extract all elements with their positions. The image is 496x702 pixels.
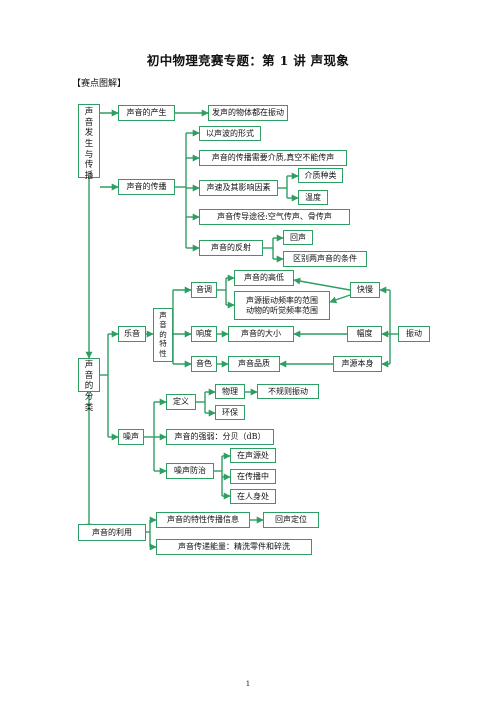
section-subhead: 【赛点图解】 (72, 79, 127, 89)
node-at-source: 在声源处 (230, 448, 276, 463)
node-info: 声音的特性传播信息 (156, 512, 250, 528)
node-vibration-source: 发声的物体都在振动 (208, 105, 288, 121)
node-distinguish: 区别两声音的条件 (283, 251, 367, 267)
vertical-char: 音 (84, 370, 94, 381)
vertical-char: 分 (84, 391, 94, 402)
freq-range-line-2: 动物的听觉频率范围 (246, 305, 318, 315)
node-propagation: 声音的传播 (118, 179, 175, 195)
node-energy: 声音传递能量：精洗零件和碎洗 (156, 539, 312, 555)
node-temperature: 温度 (298, 190, 328, 205)
node-frequency-ranges: 声源振动频率的范围 动物的听觉频率范围 (234, 291, 330, 320)
node-echo: 回声 (283, 230, 313, 245)
freq-range-line-1: 声源振动频率的范围 (246, 295, 318, 305)
node-musical: 乐音 (118, 326, 146, 342)
node-quality: 声音品质 (228, 356, 280, 372)
node-wave-form: 以声波的形式 (199, 126, 261, 141)
vertical-char: 声 (159, 311, 167, 320)
node-intensity: 声音的强弱：分贝（dB） (166, 429, 274, 445)
root-sound-propagation: 声音发生与传播 (78, 104, 100, 181)
node-pathways: 声音传导途径:空气传声、骨传声 (199, 209, 350, 225)
node-needs-medium: 声音的传播需要介质,真空不能传声 (199, 150, 347, 166)
vertical-char: 类 (84, 402, 94, 413)
node-physics: 物理 (215, 384, 245, 399)
vertical-char: 特 (159, 339, 167, 349)
node-timbre: 音色 (191, 356, 217, 372)
page-number: 1 (245, 680, 251, 688)
node-pitch: 音调 (191, 282, 217, 298)
node-environment: 环保 (215, 405, 245, 420)
node-noise-control: 噪声防治 (166, 463, 214, 479)
node-medium-type: 介质种类 (298, 168, 343, 183)
node-high-low: 声音的高低 (234, 270, 294, 286)
node-in-path: 在传播中 (230, 469, 276, 484)
node-at-ear: 在人身处 (230, 489, 276, 504)
node-definition: 定义 (166, 394, 196, 410)
vertical-char: 发 (84, 128, 94, 139)
node-characteristics: 声音的特性 (153, 308, 173, 362)
vertical-char: 生 (84, 138, 94, 149)
vertical-char: 与 (84, 149, 94, 160)
node-irregular: 不规则振动 (257, 384, 319, 399)
root-sound-classification: 声音的分类 (78, 358, 100, 413)
vertical-char: 声 (84, 107, 94, 117)
vertical-char: 声 (84, 360, 94, 370)
page-title: 初中物理竞赛专题：第 1 讲 声现象 (146, 53, 350, 68)
vertical-char: 性 (159, 348, 167, 358)
node-uses: 声音的利用 (78, 524, 146, 541)
node-noise: 噪声 (118, 429, 144, 445)
vertical-char: 的 (84, 381, 94, 392)
node-magnitude: 声音的大小 (228, 326, 294, 342)
node-source-itself: 声源本身 (333, 356, 382, 372)
node-production: 声音的产生 (118, 105, 175, 121)
node-vibration: 振动 (398, 326, 430, 342)
node-loudness: 响度 (191, 326, 217, 342)
node-fast-slow: 快慢 (350, 282, 380, 298)
vertical-char: 音 (84, 117, 94, 128)
node-amplitude: 幅度 (347, 326, 382, 342)
vertical-char: 音 (159, 320, 167, 330)
node-speed-factors: 声速及其影响因素 (199, 180, 278, 196)
vertical-char: 传 (84, 160, 94, 171)
vertical-char: 播 (84, 170, 94, 181)
vertical-char: 的 (159, 329, 167, 339)
node-reflection: 声音的反射 (199, 240, 263, 256)
node-echolocation: 回声定位 (263, 512, 319, 528)
